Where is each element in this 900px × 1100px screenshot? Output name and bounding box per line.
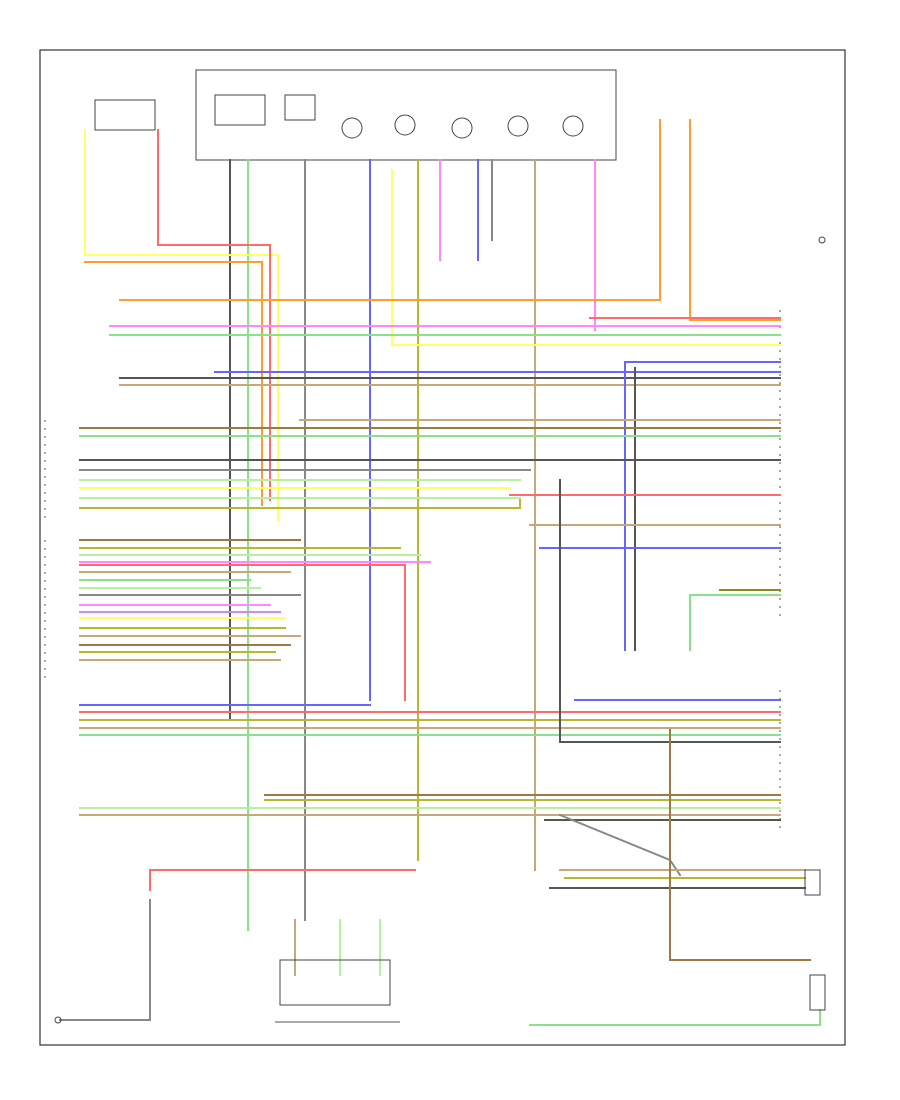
wire-black-62	[559, 479, 781, 743]
right-sensor-component	[804, 869, 821, 896]
cluster-lamp-3	[451, 117, 473, 139]
ground-point-right	[818, 236, 826, 244]
instrument-cluster-box	[195, 69, 617, 161]
wire-orange-14	[689, 119, 781, 321]
wire-yellow-11	[84, 129, 279, 521]
bottom-right-component	[809, 974, 826, 1011]
wire-green-38	[689, 594, 781, 651]
diagram-frame	[39, 49, 846, 1046]
wire-red-75	[149, 869, 416, 891]
wire-green-74	[529, 1009, 821, 1026]
wire-gray-79	[59, 899, 151, 1021]
wire-orange-13	[119, 119, 661, 301]
wire-red-44	[79, 564, 406, 701]
cluster-lamp-2	[394, 114, 416, 136]
wire-group	[59, 119, 821, 1026]
wire-gray-69	[558, 813, 682, 877]
transmission-switch-box	[279, 959, 391, 1006]
cluster-gauge-1	[214, 94, 266, 126]
cluster-lamp-4	[507, 115, 529, 137]
wire-olive-31	[79, 499, 521, 509]
cluster-gauge-2	[284, 94, 316, 121]
cluster-lamp-1	[341, 117, 363, 139]
top-left-component	[94, 99, 156, 131]
wire-orange-15	[84, 261, 263, 506]
wire-red-12	[157, 129, 271, 501]
cluster-lamp-5	[562, 115, 584, 137]
ground-point-left	[54, 1016, 62, 1024]
wire-brown-73	[669, 729, 811, 961]
